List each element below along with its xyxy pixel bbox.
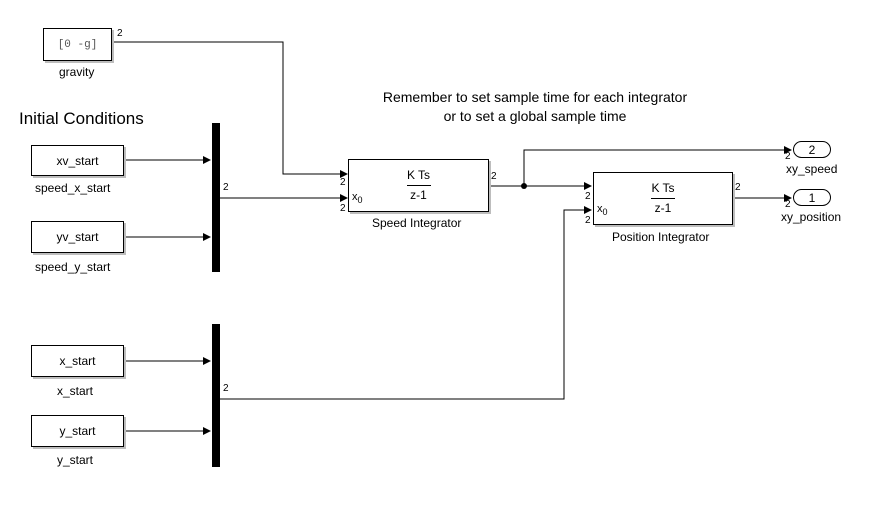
- position-integrator-x0-port: x0: [597, 203, 608, 218]
- yv-start-block[interactable]: yv_start: [31, 221, 124, 253]
- speed-integrator-label: Speed Integrator: [372, 216, 462, 230]
- xy-speed-outport[interactable]: 2: [793, 141, 831, 158]
- xy-speed-label: xy_speed: [786, 162, 838, 176]
- position-integrator-in2-width: 2: [585, 215, 591, 226]
- y-start-text: y_start: [59, 424, 96, 438]
- speed-integrator-tf: K Ts z-1: [406, 168, 431, 203]
- mux-position-block[interactable]: [212, 324, 220, 467]
- xy-position-outport[interactable]: 1: [793, 189, 831, 206]
- speed-integrator-denominator: z-1: [410, 188, 427, 202]
- xv-start-text: xv_start: [56, 153, 99, 168]
- position-integrator-tf: K Ts z-1: [651, 181, 675, 216]
- speed-integrator-in2-width: 2: [340, 203, 346, 214]
- wire-mux2-out: [220, 206, 592, 400]
- position-integrator-denominator: z-1: [654, 201, 672, 215]
- branch-point: [521, 183, 527, 189]
- fraction-bar: [651, 198, 675, 199]
- annotation-line-1: Remember to set sample time for each int…: [382, 89, 688, 105]
- x-start-block[interactable]: x_start: [31, 345, 124, 377]
- position-integrator-in1-width: 2: [585, 191, 591, 202]
- speed-integrator-in1-width: 2: [340, 177, 346, 188]
- mux-position-out-width: 2: [223, 383, 229, 394]
- mux-speed-out-width: 2: [223, 182, 229, 193]
- x-start-label: x_start: [57, 384, 94, 398]
- xy-position-number: 1: [808, 190, 816, 205]
- x-start-text: x_start: [59, 354, 96, 368]
- position-integrator-out-width: 2: [735, 182, 741, 193]
- annotation-line-2: or to set a global sample time: [443, 108, 627, 124]
- y-start-block[interactable]: y_start: [31, 415, 124, 447]
- initial-conditions-title: Initial Conditions: [19, 109, 144, 128]
- xy-position-label: xy_position: [781, 210, 842, 224]
- fraction-bar: [406, 185, 431, 186]
- gravity-value: [0 -g]: [57, 38, 98, 51]
- xy-position-in-width: 2: [785, 199, 791, 210]
- xv-start-block[interactable]: xv_start: [31, 145, 124, 176]
- gravity-label: gravity: [59, 65, 95, 79]
- position-integrator-label: Position Integrator: [612, 230, 710, 244]
- position-integrator-numerator: K Ts: [651, 181, 675, 195]
- wire-gravity: [112, 41, 348, 178]
- gravity-constant-block[interactable]: [0 -g]: [43, 28, 112, 61]
- annotation-note: Remember to set sample time for each int…: [335, 88, 735, 126]
- y-start-label: y_start: [57, 453, 94, 467]
- mux-speed-block[interactable]: [212, 123, 220, 272]
- xy-speed-number: 2: [808, 142, 816, 157]
- speed-y-start-label: speed_y_start: [35, 260, 111, 274]
- speed-integrator-out-width: 2: [491, 171, 497, 182]
- speed-x-start-label: speed_x_start: [35, 181, 111, 195]
- wire-branch-speed: [523, 146, 792, 186]
- speed-integrator-numerator: K Ts: [406, 168, 431, 182]
- gravity-port-width: 2: [117, 28, 123, 39]
- xy-speed-in-width: 2: [785, 151, 791, 162]
- speed-integrator-block[interactable]: K Ts z-1: [348, 159, 489, 212]
- yv-start-text: yv_start: [56, 230, 99, 244]
- speed-integrator-x0-port: x0: [352, 191, 363, 206]
- position-integrator-block[interactable]: K Ts z-1: [593, 172, 733, 225]
